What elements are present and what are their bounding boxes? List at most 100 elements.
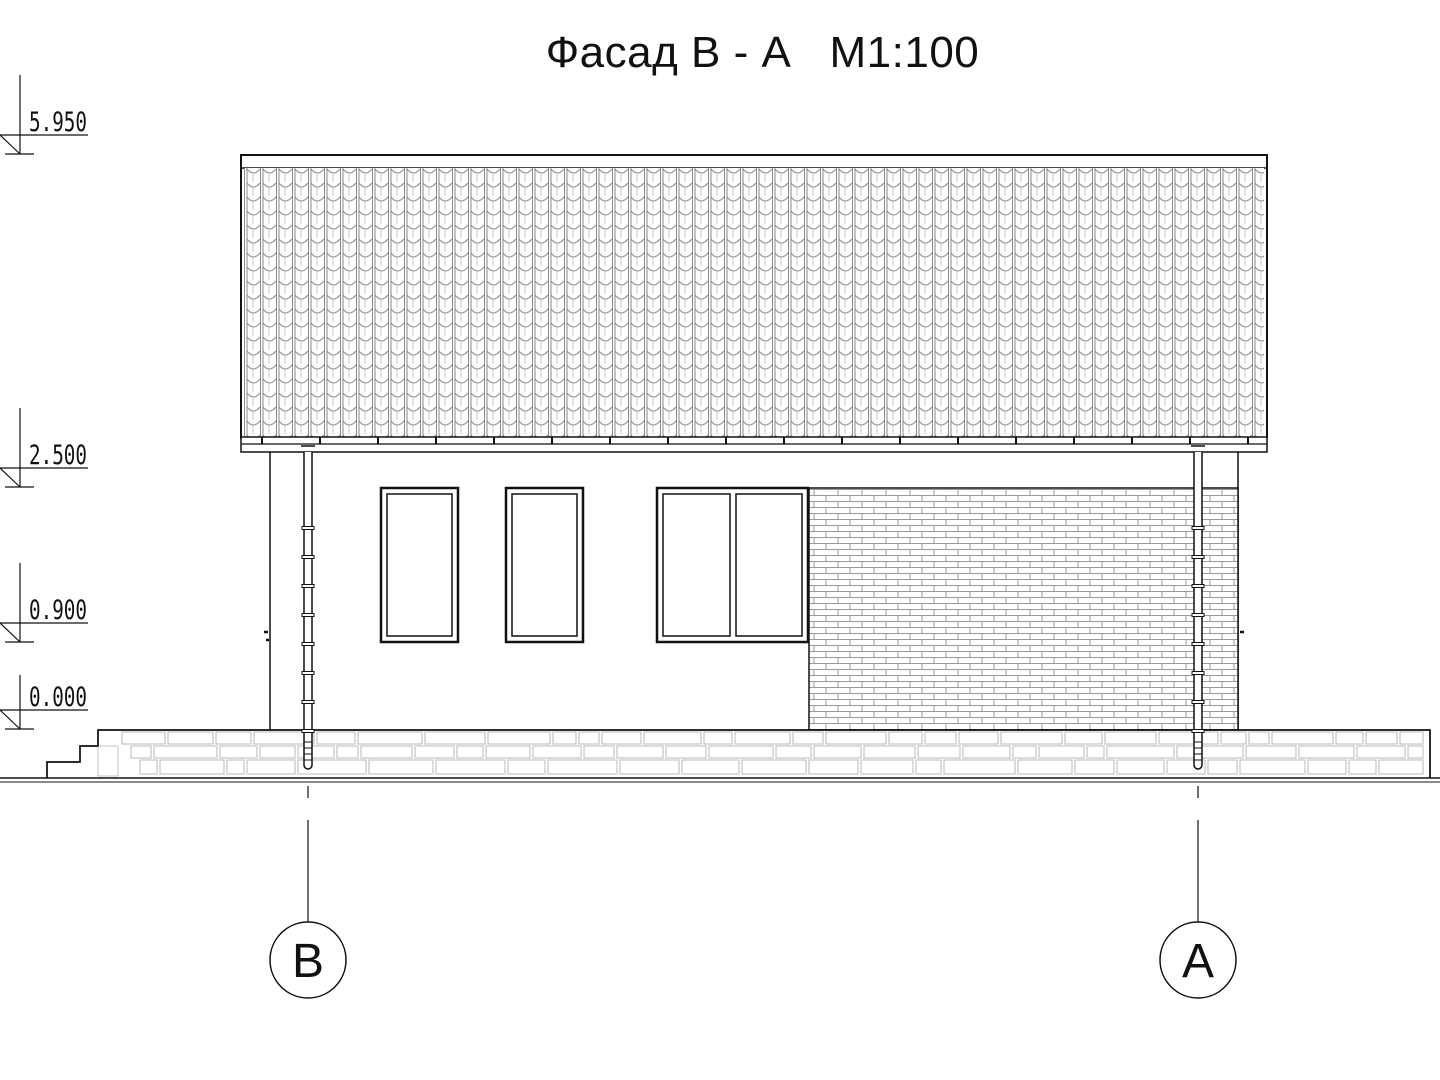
window-1 bbox=[379, 486, 460, 644]
stone bbox=[601, 731, 642, 745]
stone-plinth bbox=[46, 729, 1431, 778]
stone bbox=[708, 745, 774, 759]
stone bbox=[1307, 759, 1347, 775]
stone bbox=[336, 745, 359, 759]
axis-label: А bbox=[1182, 935, 1214, 988]
stone bbox=[1012, 745, 1037, 759]
drawing-title: Фасад В - А М1:100 bbox=[545, 28, 980, 77]
stone bbox=[1335, 731, 1364, 745]
stone bbox=[226, 759, 245, 775]
stone bbox=[583, 745, 615, 759]
stone bbox=[1239, 759, 1306, 775]
stone bbox=[860, 759, 914, 775]
stone bbox=[958, 731, 999, 745]
stone bbox=[825, 731, 887, 745]
stone bbox=[775, 745, 812, 759]
stone bbox=[456, 745, 484, 759]
stone bbox=[1104, 731, 1157, 745]
stone bbox=[1106, 745, 1175, 759]
level-mark: 0.900 bbox=[0, 563, 88, 643]
stone bbox=[917, 745, 961, 759]
level-label: 0.900 bbox=[29, 595, 87, 626]
stone bbox=[1074, 759, 1115, 775]
stone bbox=[813, 745, 862, 759]
roof-tiles-hatch bbox=[244, 168, 1264, 437]
stone bbox=[360, 745, 413, 759]
stone bbox=[1220, 731, 1247, 745]
stone bbox=[578, 731, 600, 745]
stone bbox=[297, 745, 335, 759]
stone bbox=[1378, 759, 1424, 775]
stone bbox=[1399, 731, 1424, 745]
stone bbox=[316, 731, 356, 745]
stone bbox=[1017, 759, 1073, 775]
axis-marker-v: В bbox=[269, 786, 347, 999]
stone bbox=[888, 731, 923, 745]
stone bbox=[734, 731, 791, 745]
stone bbox=[924, 731, 957, 745]
stone bbox=[1407, 745, 1424, 759]
stone bbox=[552, 731, 577, 745]
stone bbox=[1245, 745, 1297, 759]
wall bbox=[264, 452, 1244, 778]
stone bbox=[219, 745, 258, 759]
downpipe bbox=[1191, 445, 1205, 770]
level-label: 2.500 bbox=[29, 440, 87, 471]
level-label: 0.000 bbox=[29, 682, 87, 713]
stone bbox=[507, 759, 546, 775]
stone bbox=[259, 745, 296, 759]
stone bbox=[619, 759, 680, 775]
stone bbox=[435, 759, 506, 775]
stone bbox=[1166, 759, 1206, 775]
stone bbox=[792, 731, 824, 745]
roof bbox=[240, 154, 1268, 453]
stone bbox=[1038, 745, 1085, 759]
stone bbox=[357, 731, 423, 745]
stone bbox=[1348, 759, 1377, 775]
stone bbox=[1207, 759, 1238, 775]
stone bbox=[962, 745, 1011, 759]
stone bbox=[681, 759, 740, 775]
level-label: 5.950 bbox=[29, 107, 87, 138]
stone bbox=[414, 745, 455, 759]
stone bbox=[485, 745, 531, 759]
stone bbox=[1356, 745, 1406, 759]
stone bbox=[121, 731, 166, 745]
stone bbox=[741, 759, 807, 775]
stone bbox=[808, 759, 859, 775]
stone bbox=[487, 731, 551, 745]
stone bbox=[253, 731, 315, 745]
stone bbox=[159, 759, 225, 775]
window-2 bbox=[504, 486, 585, 644]
stone bbox=[368, 759, 434, 775]
stone bbox=[1064, 731, 1103, 745]
window-3-double bbox=[655, 486, 810, 644]
stone bbox=[643, 731, 702, 745]
stone bbox=[915, 759, 942, 775]
level-mark: 2.500 bbox=[0, 408, 88, 488]
brick-cladding bbox=[808, 487, 1239, 731]
stone bbox=[153, 745, 218, 759]
stone bbox=[297, 759, 367, 775]
downpipe bbox=[301, 445, 315, 770]
stone bbox=[1000, 731, 1063, 745]
stone bbox=[139, 759, 158, 775]
stone bbox=[1248, 731, 1270, 745]
stone bbox=[1365, 731, 1398, 745]
stone bbox=[424, 731, 486, 745]
stone bbox=[215, 731, 252, 745]
stone bbox=[532, 745, 582, 759]
stone bbox=[167, 731, 214, 745]
stone bbox=[863, 745, 916, 759]
axis-label: В bbox=[292, 935, 324, 988]
stone bbox=[246, 759, 296, 775]
stone bbox=[547, 759, 618, 775]
stone bbox=[1086, 745, 1105, 759]
stone bbox=[1158, 731, 1219, 745]
stone bbox=[1298, 745, 1355, 759]
level-mark: 0.000 bbox=[0, 675, 88, 730]
stone bbox=[943, 759, 1016, 775]
stone bbox=[703, 731, 733, 745]
stone bbox=[665, 745, 707, 759]
